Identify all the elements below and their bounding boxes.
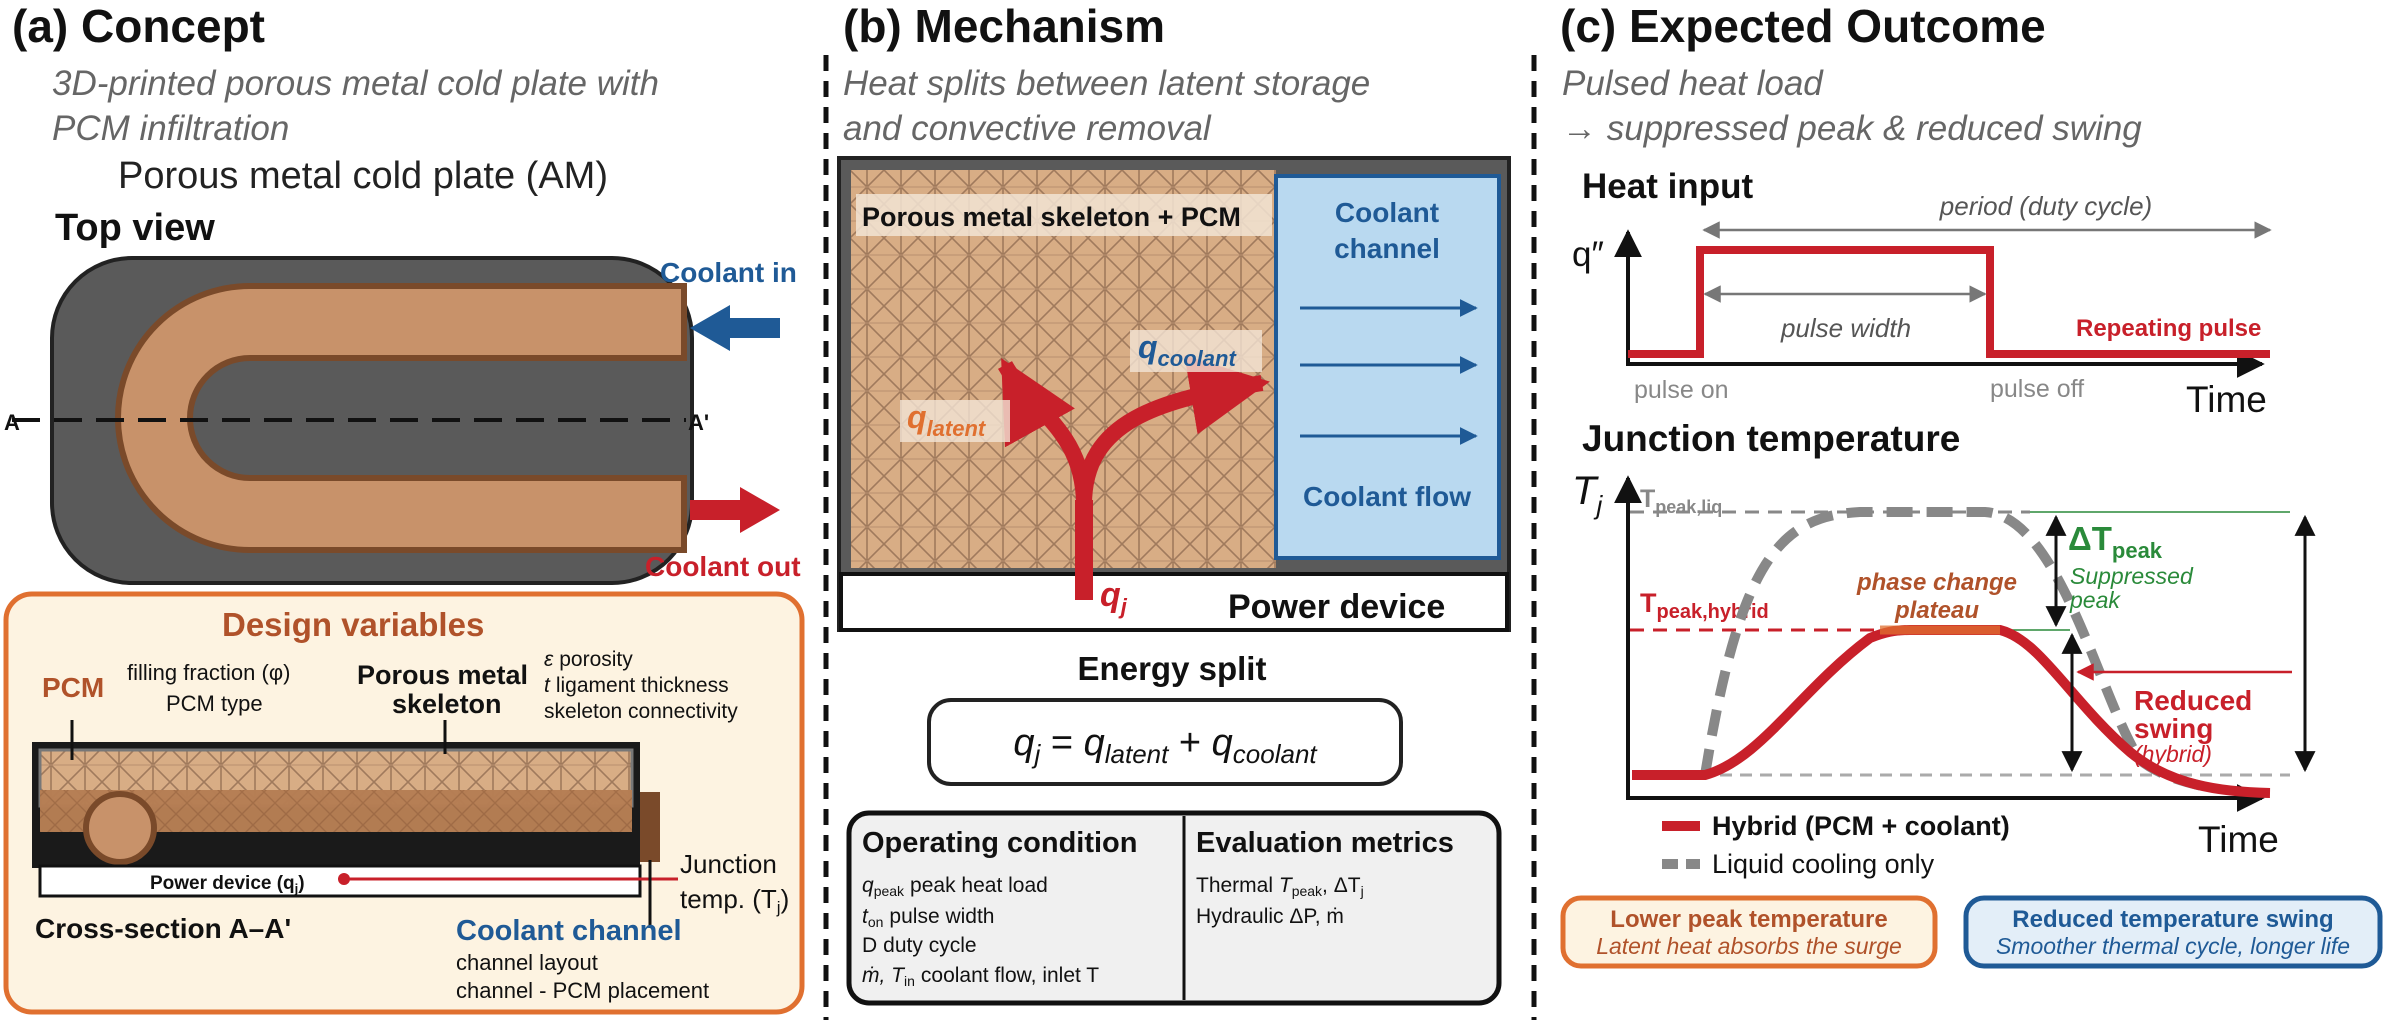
panel-b-subtitle-2: and convective removal bbox=[843, 109, 1212, 148]
reduced-label-1: Reduced bbox=[2134, 685, 2252, 716]
reduced-swing-title: Reduced temperature swing bbox=[2012, 906, 2333, 933]
panel-b: (b) Mechanism Heat splits between latent… bbox=[837, 0, 1511, 1006]
energy-split-label: Energy split bbox=[1078, 650, 1267, 687]
heat-input-label: Heat input bbox=[1582, 167, 1753, 206]
period-label: period (duty cycle) bbox=[1939, 191, 2152, 221]
coolant-flow-label: Coolant flow bbox=[1303, 481, 1471, 512]
cross-section-label: Cross-section A–A' bbox=[35, 913, 291, 944]
junction-temp-label: Junction temperature bbox=[1582, 418, 1960, 459]
design-variables-title: Design variables bbox=[222, 606, 484, 643]
hybrid-curve bbox=[1632, 625, 2271, 798]
reduced-label-3: (hybrid) bbox=[2134, 741, 2212, 767]
eval-item-2: Hydraulic ΔP, ṁ bbox=[1196, 905, 1344, 928]
delta-tpeak-label: ΔTpeak bbox=[2068, 520, 2163, 563]
q-coolant-arrow bbox=[1076, 355, 1270, 506]
heat-pulse-line bbox=[1628, 246, 2270, 358]
tj-axis-label: Tj bbox=[1572, 469, 1603, 520]
q-coolant-bg bbox=[1130, 330, 1262, 372]
eval-title: Evaluation metrics bbox=[1196, 827, 1454, 859]
tpeak-liq-label: Tpeak,liq bbox=[1640, 485, 1722, 517]
skeleton-var-3: skeleton connectivity bbox=[544, 700, 738, 723]
pcm-var-2: PCM type bbox=[166, 691, 263, 716]
metrics-box bbox=[846, 810, 1502, 1006]
u-channel bbox=[115, 283, 687, 553]
coolant-channel-label-2: channel bbox=[1334, 233, 1440, 264]
panel-a-subtitle-1: 3D-printed porous metal cold plate with bbox=[52, 64, 659, 103]
time-label-1: Time bbox=[2186, 379, 2267, 420]
legend-liquid-label: Liquid cooling only bbox=[1712, 849, 1935, 879]
q-axis-label: q″ bbox=[1572, 235, 1604, 274]
q-latent-label: qlatent bbox=[907, 399, 987, 441]
reduced-swing-sub: Smoother thermal cycle, longer life bbox=[1996, 933, 2350, 959]
lower-peak-box bbox=[1560, 895, 1938, 969]
power-device-b-label: Power device bbox=[1228, 588, 1445, 626]
power-device-b bbox=[839, 572, 1509, 632]
power-device-label: Power device (qj) bbox=[150, 873, 305, 896]
coolant-channel-label-1: Coolant bbox=[1335, 197, 1439, 228]
op-title: Operating condition bbox=[862, 827, 1138, 859]
pulse-width-label: pulse width bbox=[1780, 313, 1911, 343]
q-j-label: qj bbox=[1100, 576, 1128, 619]
plate-label: Porous metal cold plate (AM) bbox=[118, 155, 608, 197]
repeating-pulse-label: Repeating pulse bbox=[2076, 315, 2261, 342]
panel-c-subtitle-1: Pulsed heat load bbox=[1562, 64, 1824, 103]
time-label-2: Time bbox=[2198, 819, 2279, 860]
top-view-label: Top view bbox=[55, 207, 215, 249]
energy-equation: qj = qlatent + qcoolant bbox=[1013, 722, 1318, 769]
panel-c-title: (c) Expected Outcome bbox=[1560, 0, 2046, 52]
coolant-channel-circle bbox=[83, 791, 157, 865]
phase-change-label-2: plateau bbox=[1894, 597, 1979, 624]
reduced-swing-box bbox=[1963, 895, 2383, 969]
q-coolant-label: qcoolant bbox=[1138, 329, 1237, 371]
legend-hybrid-label: Hybrid (PCM + coolant) bbox=[1712, 811, 2010, 841]
panel-c-subtitle-2: → suppressed peak & reduced swing bbox=[1562, 109, 2142, 148]
junction-label-2: temp. (Tj) bbox=[680, 884, 789, 917]
channel-var-1: channel layout bbox=[456, 950, 598, 975]
suppressed-label-1: Suppressed bbox=[2070, 563, 2194, 589]
phase-change-label-1: phase change bbox=[1856, 569, 2017, 596]
skeleton-label-bg bbox=[856, 194, 1272, 236]
lower-peak-title: Lower peak temperature bbox=[1610, 906, 1887, 933]
pcm-var-1: filling fraction (φ) bbox=[127, 660, 290, 685]
pcm-label: PCM bbox=[42, 672, 104, 703]
panel-b-title: (b) Mechanism bbox=[843, 0, 1165, 52]
equation-box bbox=[927, 698, 1403, 786]
reduced-label-2: swing bbox=[2134, 713, 2213, 744]
section-marker-a-prime: A' bbox=[688, 410, 709, 435]
pulse-on-label: pulse on bbox=[1634, 376, 1729, 404]
coolant-channel-stub bbox=[640, 792, 660, 862]
panel-a-title: (a) Concept bbox=[12, 0, 265, 52]
panel-a: (a) Concept 3D-printed porous metal cold… bbox=[3, 0, 805, 1015]
skeleton-pcm-label: Porous metal skeleton + PCM bbox=[862, 202, 1241, 232]
channel-var-2: channel - PCM placement bbox=[456, 978, 709, 1003]
panel-a-subtitle-2: PCM infiltration bbox=[52, 109, 289, 148]
q-latent-bg bbox=[900, 400, 1010, 442]
skeleton-label-1: Porous metal bbox=[357, 660, 528, 690]
coolant-in-label: Coolant in bbox=[660, 257, 797, 288]
lower-peak-sub: Latent heat absorbs the surge bbox=[1596, 933, 1902, 959]
panel-b-subtitle-1: Heat splits between latent storage bbox=[843, 64, 1370, 103]
eval-item-1: Thermal Tpeak, ΔTj bbox=[1196, 874, 1364, 899]
pulse-off-label: pulse off bbox=[1990, 375, 2084, 403]
coolant-out-arrow bbox=[690, 487, 780, 533]
skeleton-label-2: skeleton bbox=[392, 689, 502, 719]
junction-label-1: Junction bbox=[680, 849, 777, 879]
coolant-channel-label: Coolant channel bbox=[456, 915, 682, 947]
panel-c: (c) Expected Outcome Pulsed heat load → … bbox=[1560, 0, 2383, 969]
section-marker-a: A bbox=[4, 410, 20, 435]
suppressed-label-2: peak bbox=[2069, 587, 2121, 613]
coolant-out-label: Coolant out bbox=[645, 551, 801, 582]
coolant-in-arrow bbox=[690, 305, 780, 351]
